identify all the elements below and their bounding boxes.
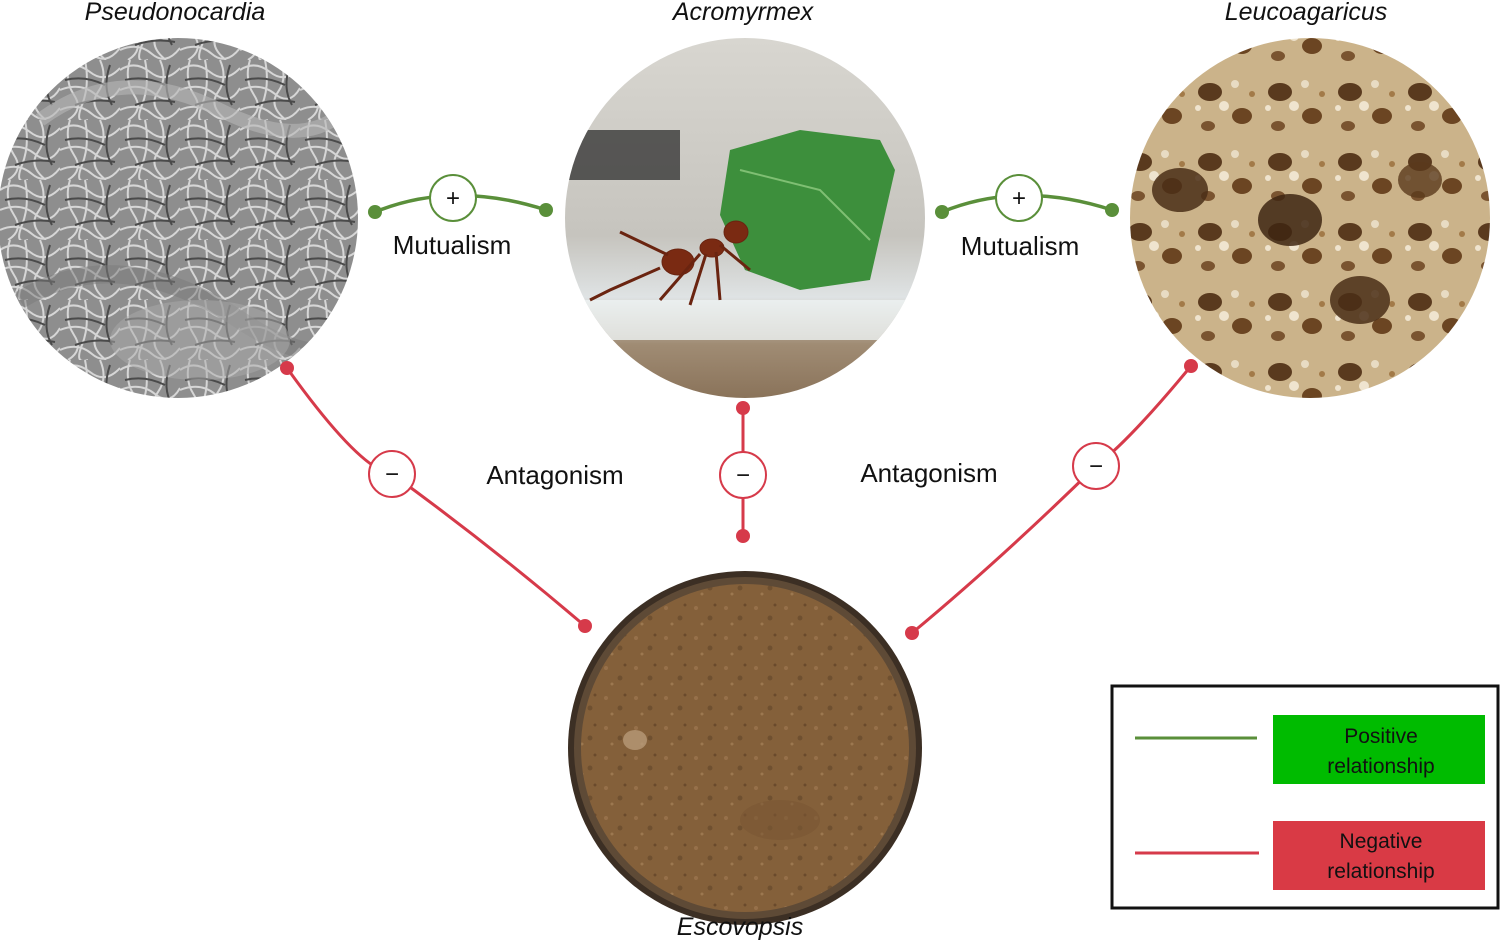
leucoagaricus-label: Leucoagaricus <box>1225 0 1388 26</box>
pseudonocardia-label: Pseudonocardia <box>85 0 266 26</box>
legend-positive-line2: relationship <box>1327 755 1434 778</box>
antagonism-connector-center: − <box>719 401 767 543</box>
legend-positive-swatch <box>1273 715 1485 784</box>
escovopsis-image <box>568 571 922 925</box>
legend-positive-line1: Positive <box>1344 725 1418 748</box>
escovopsis-label: Escovopsis <box>677 913 803 941</box>
plus-sign-circle <box>429 174 477 222</box>
mutualism-label-left: Mutualism <box>393 230 511 260</box>
legend-negative-line2: relationship <box>1327 860 1434 883</box>
mutualism-label-right: Mutualism <box>961 231 1079 261</box>
minus-sign-circle <box>1072 442 1120 490</box>
acromyrmex-label: Acromyrmex <box>671 0 815 26</box>
legend-negative-swatch <box>1273 821 1485 890</box>
antagonism-connector-left: − <box>280 361 592 633</box>
plus-sign-circle <box>995 174 1043 222</box>
minus-sign: − <box>1089 453 1103 480</box>
minus-sign: − <box>385 461 399 488</box>
plus-sign: + <box>446 185 460 212</box>
acromyrmex-image <box>565 38 925 398</box>
antagonism-label-left: Antagonism <box>486 460 623 490</box>
legend: Positive relationship Negative relations… <box>1110 684 1500 910</box>
mutualism-connector-left: + <box>368 174 553 222</box>
minus-sign-circle <box>719 451 767 499</box>
antagonism-label-right: Antagonism <box>860 458 997 488</box>
pseudonocardia-image <box>0 38 358 398</box>
minus-sign: − <box>736 462 750 489</box>
leucoagaricus-image <box>1130 38 1490 398</box>
antagonism-connector-right: − <box>905 359 1198 640</box>
legend-negative-line1: Negative <box>1340 830 1423 853</box>
plus-sign: + <box>1012 185 1026 212</box>
mutualism-connector-right: + <box>935 174 1119 222</box>
minus-sign-circle <box>368 450 416 498</box>
ant-shape <box>589 220 751 306</box>
leaf-shape <box>720 130 895 290</box>
